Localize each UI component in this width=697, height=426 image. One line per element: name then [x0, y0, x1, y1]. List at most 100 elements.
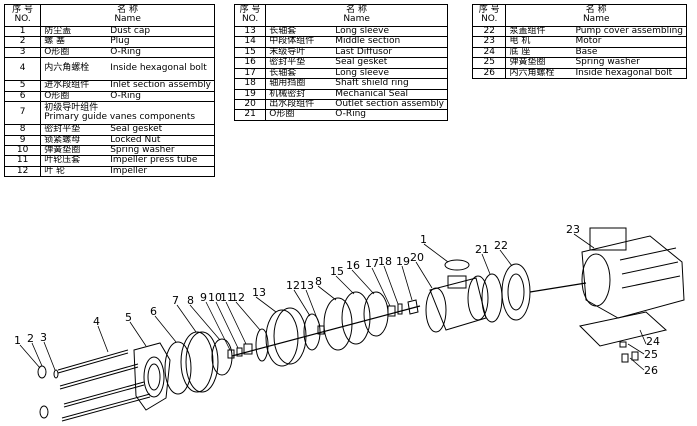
part-no: 19 [233, 88, 267, 100]
part-no: 12 [3, 165, 42, 178]
callout-8b: 8 [315, 275, 322, 288]
seal-gasket-16 [363, 291, 389, 337]
callout-2: 2 [27, 332, 34, 345]
callout-19: 19 [396, 255, 410, 268]
dust-cap-and-plug [37, 365, 59, 419]
middle-section-14 [265, 307, 307, 367]
part-no: 26 [471, 67, 507, 80]
leader-lines [19, 233, 647, 371]
impeller-press-tube-11 [243, 343, 253, 355]
callout-17: 17 [365, 257, 379, 270]
motor-23 [581, 227, 685, 319]
part-no: 6 [3, 90, 42, 103]
part-no: 24 [471, 46, 507, 59]
part-no: 17 [233, 67, 267, 80]
motor-shaft [529, 282, 587, 293]
callout-1b: 1 [420, 233, 427, 246]
callout-21: 21 [475, 243, 489, 256]
long-sleeve-17 [387, 305, 396, 317]
outlet-section-20 [425, 275, 489, 333]
impeller-12 [255, 328, 269, 362]
callout-3: 3 [40, 331, 47, 344]
part-no: 14 [233, 36, 267, 48]
pump-cover-22 [501, 263, 531, 321]
part-no: 21 [233, 109, 267, 121]
callout-4: 4 [93, 315, 100, 328]
guide-vanes-7 [180, 331, 219, 393]
inlet-section [133, 342, 171, 411]
spring-washer-25 [619, 341, 627, 348]
part-no: 2 [3, 36, 42, 48]
base-24 [578, 311, 668, 347]
callout-13: 13 [252, 286, 266, 299]
callout-26: 26 [644, 364, 658, 377]
callout-5: 5 [125, 311, 132, 324]
callout-22: 22 [494, 239, 508, 252]
callout-7: 7 [172, 294, 179, 307]
part-no: 15 [233, 46, 267, 59]
callout-6: 6 [150, 305, 157, 318]
part-no: 10 [3, 144, 42, 157]
callout-20: 20 [410, 251, 424, 264]
part-no: 8 [3, 124, 42, 136]
locked-nut-9 [227, 349, 235, 359]
pump-shaft [231, 305, 421, 357]
part-no: 3 [3, 46, 42, 59]
part-no: 11 [3, 155, 42, 167]
callout-11: 11 [220, 291, 234, 304]
part-no: 25 [471, 57, 507, 69]
part-no: 1 [3, 25, 42, 38]
callout-12b: 12 [286, 279, 300, 292]
callout-23: 23 [566, 223, 580, 236]
part-no: 16 [233, 57, 267, 69]
bolt-26 [621, 353, 629, 363]
part-no: 9 [3, 134, 42, 146]
part-no: 22 [471, 25, 507, 38]
callout-1: 1 [14, 334, 21, 347]
bolt-set [57, 349, 151, 422]
part-no: 20 [233, 98, 267, 111]
part-no: 4 [3, 57, 42, 82]
callout-15: 15 [330, 265, 344, 278]
callout-8: 8 [187, 294, 194, 307]
callout-9: 9 [200, 291, 207, 304]
part-no: 13 [233, 25, 267, 38]
seal-gasket-8 [211, 338, 233, 376]
seal-gasket-8b [323, 297, 353, 351]
impeller-12b [303, 313, 321, 351]
bolt-26b [631, 351, 639, 361]
callout-25: 25 [644, 348, 658, 361]
mechanical-seal-19 [407, 299, 419, 315]
spring-washer-10 [236, 347, 243, 357]
callout-10: 10 [208, 291, 222, 304]
callout-18: 18 [378, 255, 392, 268]
part-no: 23 [471, 36, 507, 48]
callout-12: 12 [231, 291, 245, 304]
